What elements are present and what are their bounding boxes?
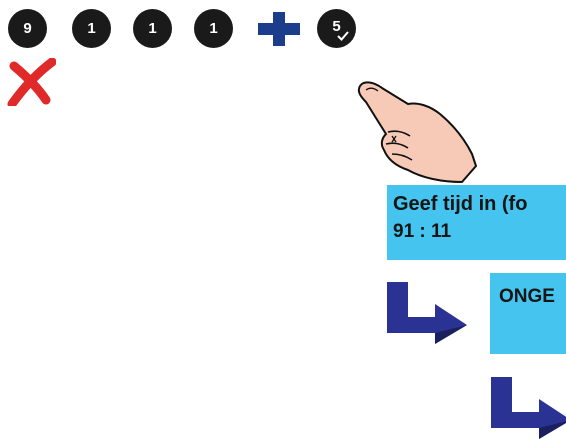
key-1-label: 1	[209, 20, 217, 37]
key-9-label: 9	[23, 20, 31, 37]
key-1[interactable]: 1	[194, 9, 233, 48]
result-panel: ONGE	[490, 273, 566, 354]
check-icon	[337, 31, 349, 41]
return-arrow-icon	[489, 375, 566, 441]
key-1-label: 1	[148, 20, 156, 37]
time-prompt-title: Geef tijd in (fo	[393, 193, 527, 216]
key-5-confirm[interactable]: 5	[317, 9, 356, 48]
red-x-icon[interactable]	[6, 58, 56, 106]
key-1[interactable]: 1	[133, 9, 172, 48]
key-9[interactable]: 9	[8, 9, 47, 48]
plus-icon[interactable]	[257, 11, 301, 47]
time-entry-value: 91 : 11	[393, 221, 451, 243]
return-arrow-icon	[385, 280, 469, 346]
result-text: ONGE	[499, 286, 555, 308]
key-1[interactable]: 1	[72, 9, 111, 48]
key-1-label: 1	[87, 20, 95, 37]
pointing-hand-icon	[352, 74, 480, 186]
time-prompt-panel: Geef tijd in (fo 91 : 11	[387, 185, 566, 260]
